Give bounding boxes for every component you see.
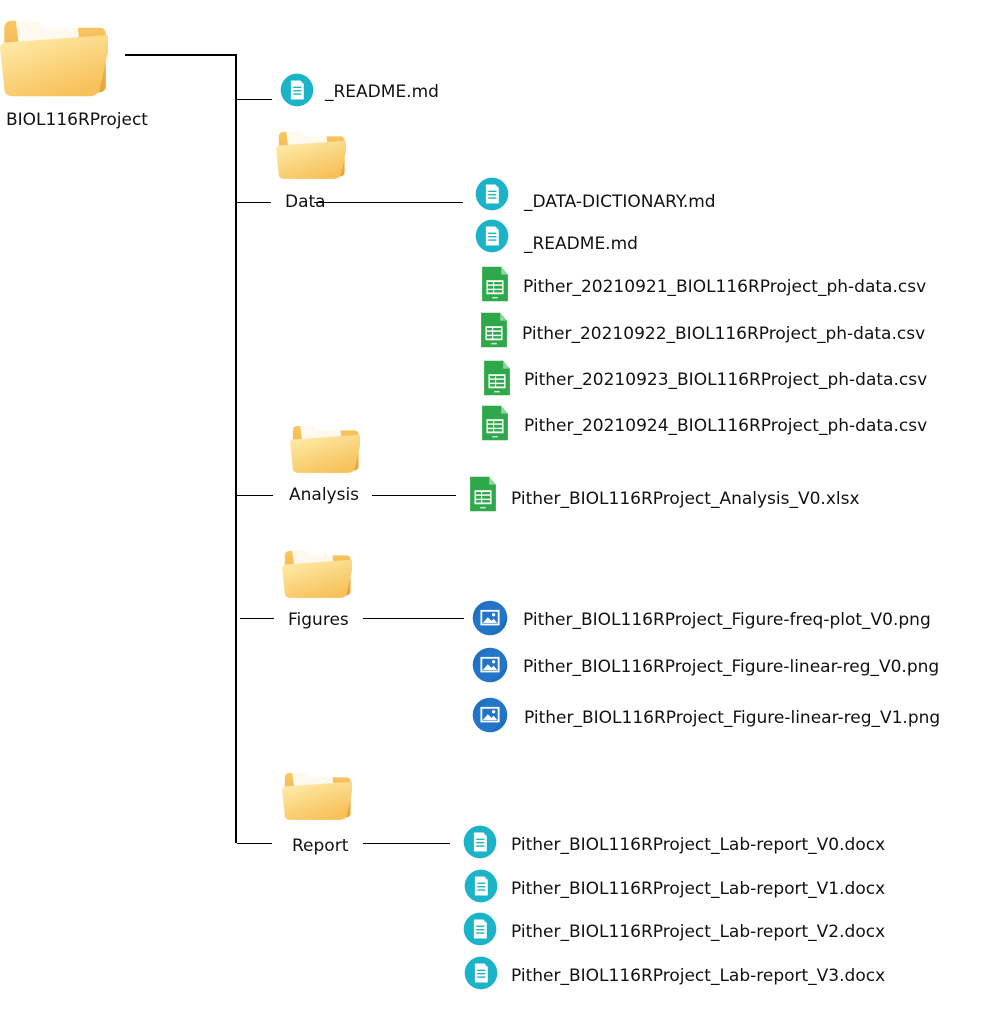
folder-icon[interactable] (276, 124, 348, 180)
folder-connector-line (363, 843, 450, 844)
file-label[interactable]: Pither_BIOL116RProject_Lab-report_V0.doc… (511, 835, 886, 855)
folder-label-report[interactable]: Report (292, 836, 349, 856)
folder-connector-line (372, 495, 456, 496)
trunk-line (235, 54, 237, 843)
spreadsheet-icon[interactable] (483, 360, 511, 396)
document-icon[interactable] (475, 177, 509, 211)
file-label[interactable]: Pither_BIOL116RProject_Figure-linear-reg… (524, 708, 941, 728)
document-icon[interactable] (464, 869, 498, 903)
document-icon[interactable] (463, 825, 497, 859)
folder-icon[interactable] (282, 765, 354, 821)
document-icon[interactable] (475, 219, 509, 253)
branch-line (240, 618, 274, 619)
branch-line (237, 495, 273, 496)
spreadsheet-icon[interactable] (480, 312, 508, 348)
file-label[interactable]: Pither_BIOL116RProject_Analysis_V0.xlsx (511, 489, 860, 509)
file-label[interactable]: Pither_BIOL116RProject_Lab-report_V1.doc… (511, 879, 886, 899)
folder-connector-line (314, 202, 463, 203)
folder-label-analysis[interactable]: Analysis (289, 485, 360, 505)
folder-icon[interactable] (0, 8, 111, 98)
spreadsheet-icon[interactable] (481, 405, 509, 441)
file-label[interactable]: Pither_20210923_BIOL116RProject_ph-data.… (524, 370, 928, 390)
file-label[interactable]: Pither_BIOL116RProject_Figure-freq-plot_… (523, 610, 931, 630)
document-icon[interactable] (280, 73, 314, 107)
root-folder-label[interactable]: BIOL116RProject (6, 110, 148, 130)
branch-line (237, 843, 272, 844)
image-icon[interactable] (472, 647, 508, 683)
file-label[interactable]: Pither_20210924_BIOL116RProject_ph-data.… (524, 416, 928, 436)
image-icon[interactable] (472, 600, 508, 636)
document-icon[interactable] (463, 912, 497, 946)
branch-line (237, 99, 272, 100)
file-label[interactable]: Pither_20210921_BIOL116RProject_ph-data.… (523, 277, 927, 297)
root-connector-line (125, 54, 237, 56)
file-label[interactable]: _README.md (524, 234, 638, 254)
root-file-label[interactable]: _README.md (325, 82, 439, 102)
branch-line (237, 202, 271, 203)
document-icon[interactable] (464, 956, 498, 990)
file-label[interactable]: Pither_BIOL116RProject_Lab-report_V2.doc… (511, 922, 886, 942)
image-icon[interactable] (472, 697, 508, 733)
folder-label-figures[interactable]: Figures (288, 610, 349, 630)
folder-icon[interactable] (282, 543, 354, 599)
spreadsheet-icon[interactable] (481, 266, 509, 302)
folder-connector-line (363, 618, 464, 619)
spreadsheet-icon[interactable] (469, 476, 497, 512)
folder-icon[interactable] (290, 418, 362, 474)
file-label[interactable]: Pither_20210922_BIOL116RProject_ph-data.… (522, 324, 926, 344)
folder-label-data[interactable]: Data (285, 192, 326, 212)
file-label[interactable]: Pither_BIOL116RProject_Lab-report_V3.doc… (511, 966, 886, 986)
file-label[interactable]: _DATA-DICTIONARY.md (524, 192, 716, 212)
file-label[interactable]: Pither_BIOL116RProject_Figure-linear-reg… (523, 657, 940, 677)
